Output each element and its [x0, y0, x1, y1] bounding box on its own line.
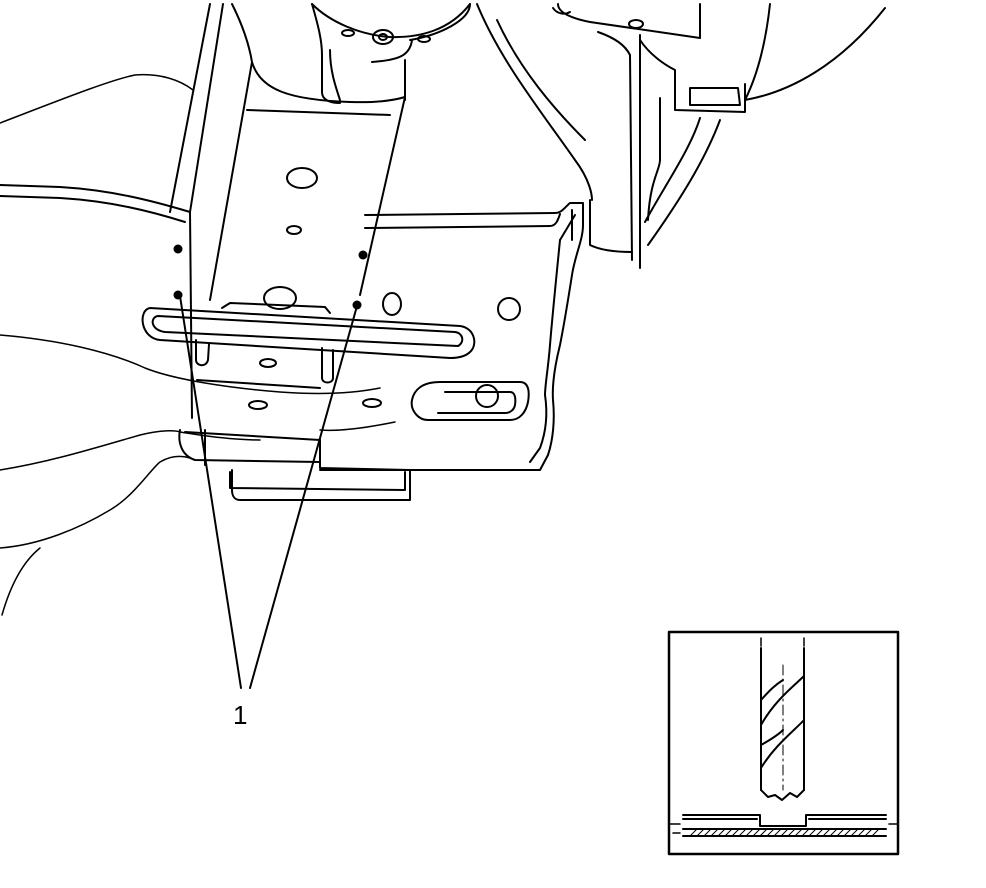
weld-point-4 [352, 300, 362, 310]
drill-bit-icon [760, 637, 805, 801]
weld-point-1 [173, 244, 183, 254]
spot-weld-points [173, 244, 368, 310]
side-panel [0, 184, 193, 419]
hatching [689, 828, 880, 837]
inset-frame [667, 630, 900, 856]
cross-member [178, 202, 584, 501]
vehicle-body-contours [0, 73, 396, 616]
callout-label-1: 1 [233, 700, 248, 730]
drill-bit-inset [667, 630, 900, 856]
callout-leader-lines [179, 295, 358, 689]
sheet-metal-layers [669, 814, 898, 837]
frame-rail [169, 3, 471, 310]
reinforcement-bar [141, 302, 476, 389]
weld-point-3 [358, 250, 368, 260]
upper-right-structure [476, 3, 886, 269]
